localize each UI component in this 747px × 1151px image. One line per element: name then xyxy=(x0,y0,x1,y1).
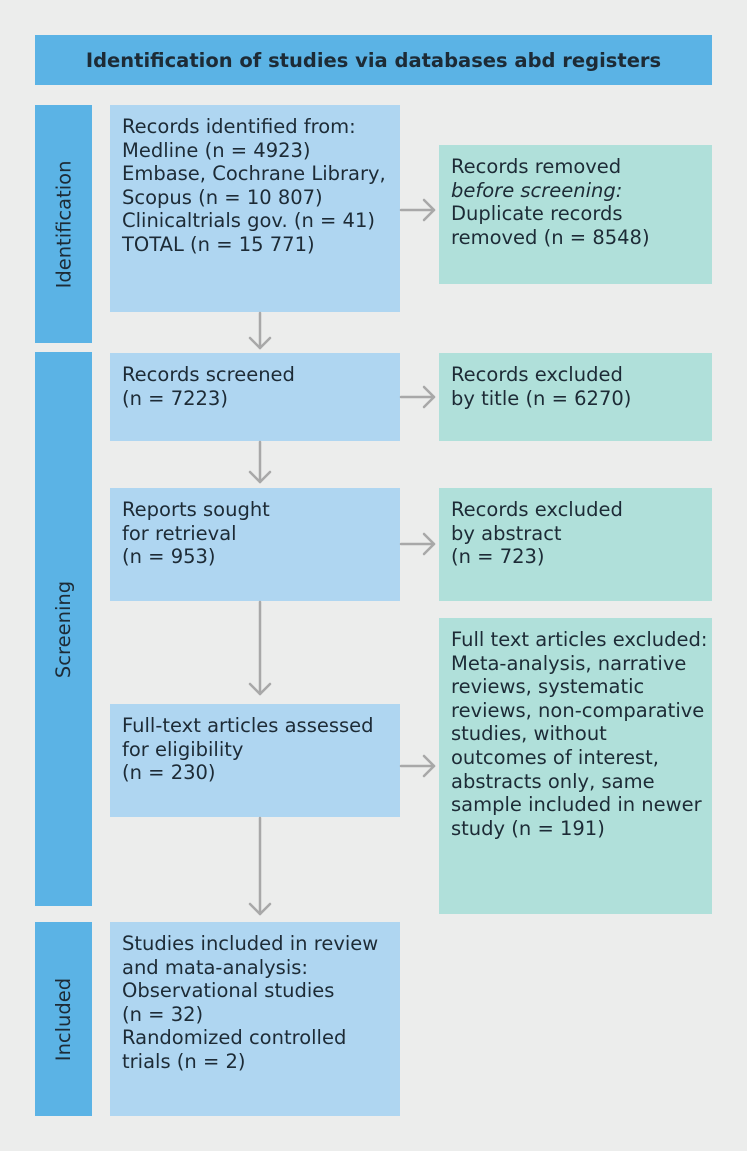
arrow-identified-to-screened xyxy=(248,311,272,350)
excluded-abstract-box: Records excluded by abstract (n = 723) xyxy=(439,488,712,601)
studies-included-line-5: Randomized controlled xyxy=(122,1026,347,1050)
full-text-excluded-line-2: Meta-analysis, narrative xyxy=(451,651,687,675)
studies-included-line-3: Observational studies xyxy=(122,979,335,1003)
records-removed-line-4: removed (n = 8548) xyxy=(451,225,650,249)
records-screened-line-1: Records screened xyxy=(122,363,295,386)
reports-sought-line-1: Reports sought xyxy=(122,498,270,521)
full-text-assessed-line-2: for eligibility xyxy=(122,737,244,761)
records-removed-line-1: Records removed xyxy=(451,155,622,178)
records-screened-line-2: (n = 7223) xyxy=(122,386,228,410)
records-removed-box: Records removed before screening: Duplic… xyxy=(439,145,712,284)
excluded-title-line-1: Records excluded xyxy=(451,363,623,386)
reports-sought-box: Reports sought for retrieval (n = 953) xyxy=(110,488,400,601)
reports-sought-line-2: for retrieval xyxy=(122,521,237,545)
excluded-title-line-2: by title (n = 6270) xyxy=(451,386,632,410)
phase-screening: Screening xyxy=(35,352,92,906)
records-removed-line-2: before screening: xyxy=(451,178,623,202)
arrow-screened-to-excluded-title xyxy=(399,385,436,409)
full-text-assessed-line-3: (n = 230) xyxy=(122,761,216,785)
records-identified-line-6: TOTAL (n = 15 771) xyxy=(122,232,315,256)
arrow-identified-to-removed xyxy=(399,198,436,222)
studies-included-line-1: Studies included in review xyxy=(122,932,379,955)
full-text-excluded-line-5: studies, without xyxy=(451,722,607,746)
records-removed-line-3: Duplicate records xyxy=(451,202,623,226)
excluded-abstract-line-2: by abstract xyxy=(451,521,562,545)
records-identified-box: Records identified from: Medline (n = 49… xyxy=(110,105,400,312)
records-identified-line-4: Scopus (n = 10 807) xyxy=(122,185,323,209)
records-identified-line-2: Medline (n = 4923) xyxy=(122,138,311,162)
studies-included-box: Studies included in review and mata-anal… xyxy=(110,922,400,1116)
full-text-assessed-line-1: Full-text articles assessed xyxy=(122,714,374,737)
full-text-assessed-box: Full-text articles assessed for eligibil… xyxy=(110,704,400,817)
phase-identification: Identification xyxy=(35,105,92,343)
arrow-assessed-to-included xyxy=(248,816,272,916)
full-text-excluded-line-6: outcomes of interest, xyxy=(451,745,659,769)
studies-included-line-4: (n = 32) xyxy=(122,1002,204,1026)
arrow-assessed-to-full-text-excluded xyxy=(399,754,436,778)
full-text-excluded-box: Full text articles excluded: Meta-analys… xyxy=(439,618,712,914)
full-text-excluded-line-9: study (n = 191) xyxy=(451,816,605,840)
studies-included-line-6: trials (n = 2) xyxy=(122,1049,246,1073)
phase-included: Included xyxy=(35,922,92,1116)
full-text-excluded-line-4: reviews, non-comparative xyxy=(451,698,705,722)
full-text-excluded-line-3: reviews, systematic xyxy=(451,675,645,699)
excluded-title-box: Records excluded by title (n = 6270) xyxy=(439,353,712,441)
reports-sought-line-3: (n = 953) xyxy=(122,545,216,569)
excluded-abstract-line-1: Records excluded xyxy=(451,498,623,521)
arrow-sought-to-excluded-abstract xyxy=(399,532,436,556)
records-identified-line-5: Clinicaltrials gov. (n = 41) xyxy=(122,209,375,233)
arrow-screened-to-sought xyxy=(248,440,272,484)
records-identified-line-3: Embase, Cochrane Library, xyxy=(122,162,386,186)
full-text-excluded-line-7: abstracts only, same xyxy=(451,769,655,793)
records-screened-box: Records screened (n = 7223) xyxy=(110,353,400,441)
studies-included-line-2: and mata-analysis: xyxy=(122,955,308,979)
full-text-excluded-line-8: sample included in newer xyxy=(451,793,702,817)
excluded-abstract-line-3: (n = 723) xyxy=(451,545,545,569)
diagram-title: Identification of studies via databases … xyxy=(35,35,712,85)
arrow-sought-to-assessed xyxy=(248,600,272,696)
full-text-excluded-line-1: Full text articles excluded: xyxy=(451,628,708,651)
records-identified-line-1: Records identified from: xyxy=(122,115,356,138)
